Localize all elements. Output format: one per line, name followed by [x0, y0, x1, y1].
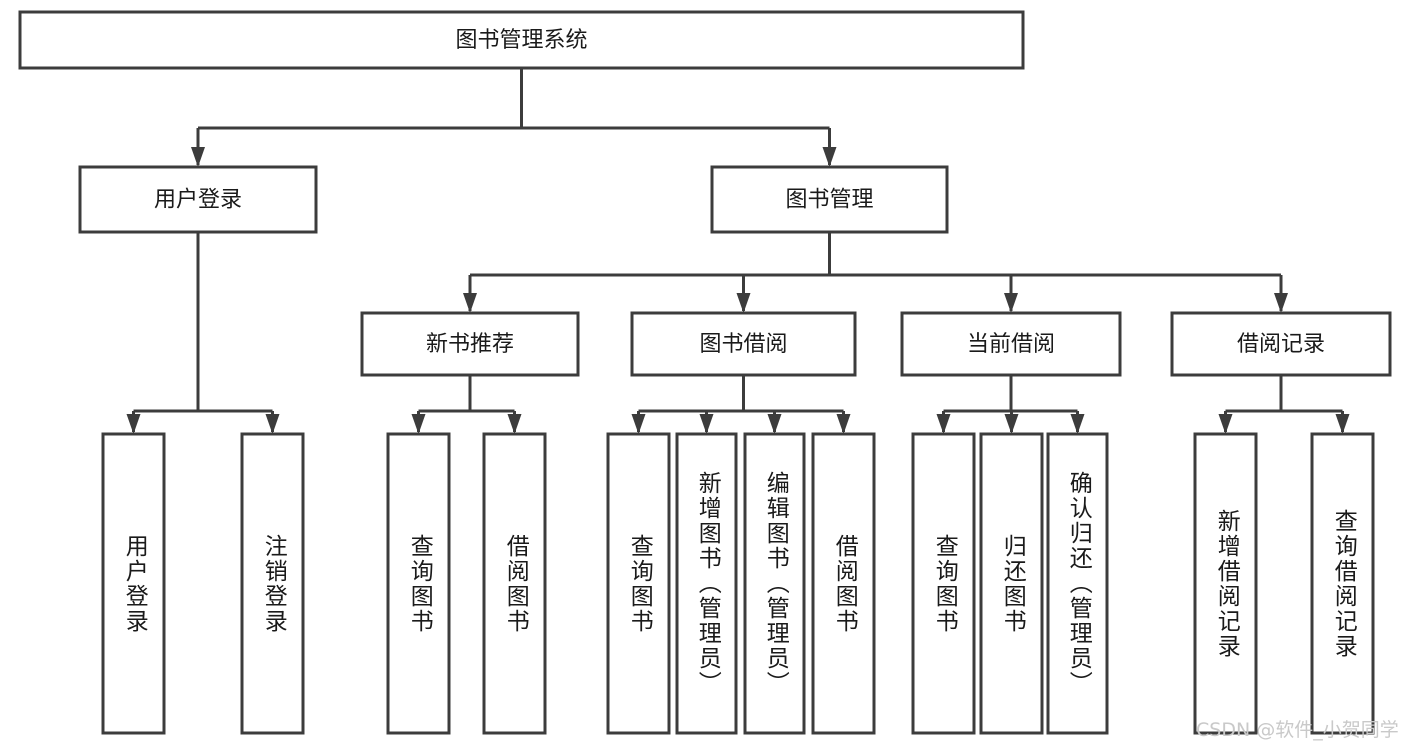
- arrow-head-icon: [1070, 414, 1085, 434]
- node-leaf-confirm-return[interactable]: [1046, 432, 1109, 735]
- node-borrow-record[interactable]: [1170, 311, 1392, 377]
- node-label-book-management: 图书管理: [785, 188, 873, 213]
- node-label-current-borrow: 当前借阅: [967, 332, 1055, 357]
- node-book-management[interactable]: [710, 165, 949, 234]
- node-new-book-recommend[interactable]: [360, 311, 580, 377]
- arrow-head-icon: [126, 414, 141, 434]
- node-leaf-add-record[interactable]: [1193, 432, 1258, 735]
- arrow-head-icon: [699, 414, 714, 434]
- watermark-text: CSDN @软件_小贺同学: [1196, 719, 1399, 741]
- node-label-borrow-record: 借阅记录: [1237, 332, 1325, 357]
- node-leaf-borrow-book-1[interactable]: [482, 432, 547, 735]
- node-leaf-borrow-book-2[interactable]: [811, 432, 876, 735]
- arrow-head-icon: [936, 414, 951, 434]
- node-label-book-borrow: 图书借阅: [699, 332, 787, 357]
- arrow-head-icon: [1004, 414, 1019, 434]
- arrow-head-icon: [265, 414, 280, 434]
- arrow-head-icon: [191, 147, 205, 167]
- arrow-head-icon: [1004, 293, 1018, 313]
- arrow-head-icon: [822, 147, 837, 167]
- node-leaf-user-login[interactable]: [101, 432, 166, 735]
- arrow-head-icon: [1218, 414, 1233, 434]
- node-book-borrow[interactable]: [630, 311, 857, 377]
- node-leaf-add-book[interactable]: [675, 432, 738, 735]
- node-leaf-query-book-1[interactable]: [386, 432, 451, 735]
- node-boxes: [18, 10, 1392, 735]
- arrow-head-icon: [836, 414, 851, 434]
- arrow-head-icon: [1335, 414, 1350, 434]
- node-label-new-book-recommend: 新书推荐: [426, 332, 514, 357]
- node-leaf-query-record[interactable]: [1310, 432, 1375, 735]
- node-label-user-login: 用户登录: [154, 188, 242, 213]
- arrow-head-icon: [1274, 293, 1288, 313]
- arrow-head-icon: [411, 414, 426, 434]
- arrow-head-icon: [507, 414, 522, 434]
- arrow-head-icon: [767, 414, 782, 434]
- connector-lines: [126, 68, 1350, 434]
- arrow-head-icon: [463, 293, 477, 313]
- arrow-head-icon: [631, 414, 646, 434]
- node-leaf-query-book-2[interactable]: [606, 432, 671, 735]
- node-leaf-logout[interactable]: [240, 432, 305, 735]
- node-system-title[interactable]: [18, 10, 1025, 70]
- node-current-borrow[interactable]: [900, 311, 1122, 377]
- node-leaf-return-book[interactable]: [979, 432, 1044, 735]
- node-user-login[interactable]: [78, 165, 318, 234]
- arrow-head-icon: [736, 293, 751, 313]
- node-leaf-edit-book[interactable]: [743, 432, 806, 735]
- node-label-system-title: 图书管理系统: [455, 28, 587, 53]
- node-leaf-query-book-3[interactable]: [911, 432, 976, 735]
